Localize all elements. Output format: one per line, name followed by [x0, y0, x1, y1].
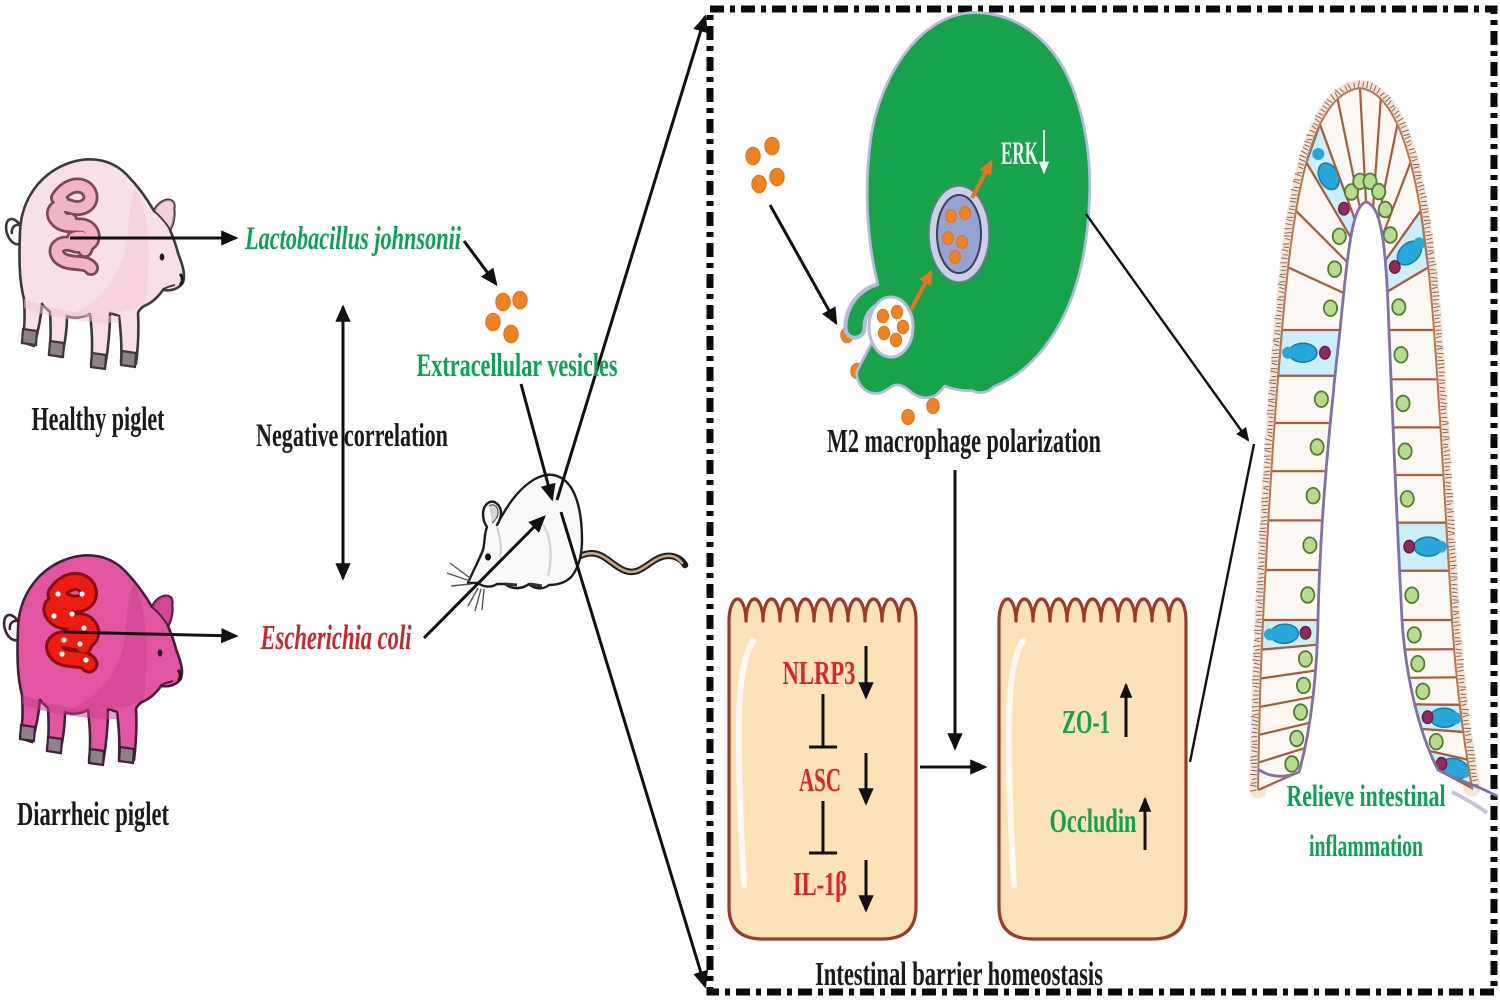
svg-text:Intestinal barrier homeostasis: Intestinal barrier homeostasis: [815, 956, 1103, 993]
svg-text:inflammation: inflammation: [1309, 828, 1423, 863]
svg-text:Extracellular vesicles: Extracellular vesicles: [417, 348, 618, 384]
svg-text:Escherichia coli: Escherichia coli: [260, 618, 412, 657]
svg-text:ASC: ASC: [799, 762, 841, 799]
svg-text:NLRP3: NLRP3: [783, 655, 856, 692]
svg-text:ERK: ERK: [1001, 136, 1038, 172]
svg-text:Lactobacillus johnsonii: Lactobacillus johnsonii: [244, 221, 461, 257]
svg-text:IL-1β: IL-1β: [793, 866, 847, 903]
svg-text:Negative correlation: Negative correlation: [256, 418, 448, 454]
svg-text:Healthy piglet: Healthy piglet: [32, 401, 165, 438]
svg-text:M2 macrophage polarization: M2 macrophage polarization: [827, 423, 1101, 460]
svg-text:ZO-1: ZO-1: [1062, 704, 1110, 741]
svg-text:Relieve intestinal: Relieve intestinal: [1287, 778, 1446, 813]
svg-text:Occludin: Occludin: [1050, 803, 1137, 840]
svg-text:Diarrheic piglet: Diarrheic piglet: [17, 796, 169, 833]
